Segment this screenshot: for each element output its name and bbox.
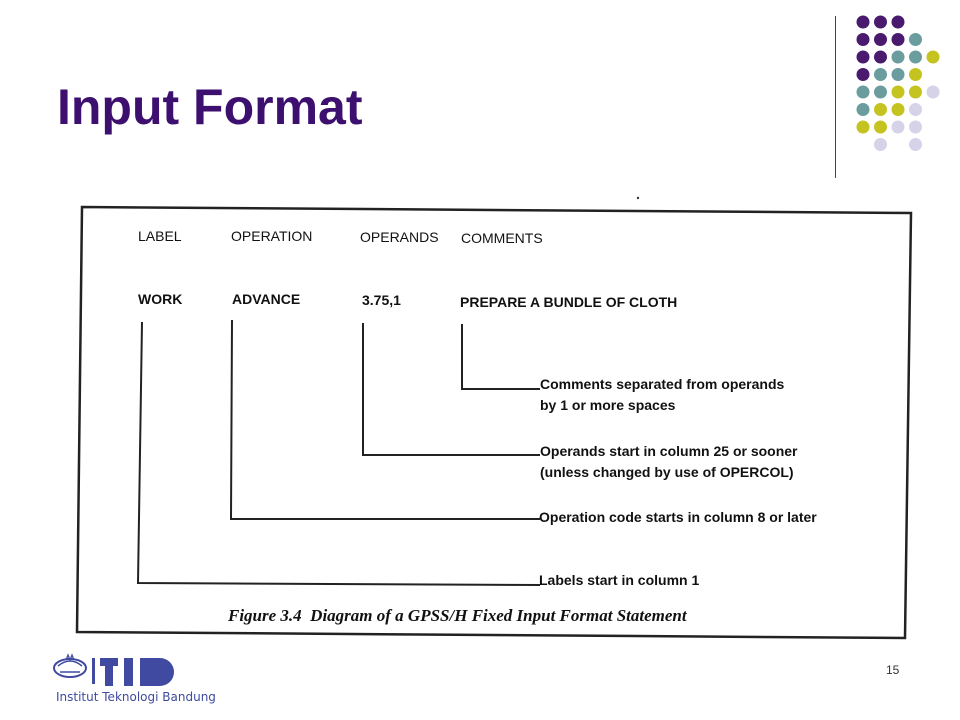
decorative-dot — [874, 33, 887, 46]
decorative-dot-grid — [856, 15, 940, 151]
connector-operation — [229, 319, 540, 520]
header-label: LABEL — [138, 228, 182, 244]
header-operands: OPERANDS — [360, 229, 439, 245]
connector-label — [136, 321, 541, 586]
header-comments: COMMENTS — [461, 230, 543, 246]
connector-comments — [461, 324, 540, 390]
decorative-dot — [891, 15, 905, 29]
decorative-dot — [891, 103, 905, 116]
decorative-dot — [856, 33, 870, 46]
decorative-dot — [909, 120, 922, 134]
example-operands: 3.75,1 — [362, 292, 401, 308]
decorative-dot — [909, 68, 922, 81]
decorative-dot — [891, 120, 905, 134]
header-operation: OPERATION — [231, 228, 312, 244]
note-label: Labels start in column 1 — [539, 572, 699, 588]
figure-speck — [636, 196, 640, 200]
decorative-dot — [909, 85, 922, 99]
decorative-dot — [874, 50, 887, 64]
decorative-dot — [909, 50, 922, 64]
decorative-dot — [874, 15, 887, 29]
example-comments: PREPARE A BUNDLE OF CLOTH — [460, 294, 677, 310]
example-label: WORK — [138, 291, 182, 307]
slide-title: Input Format — [57, 79, 363, 135]
note-operands-line1: Operands start in column 25 or sooner — [540, 443, 798, 459]
decorative-dot — [874, 138, 887, 151]
decorative-dot — [856, 68, 870, 81]
note-operands-line2: (unless changed by use of OPERCOL) — [540, 464, 794, 480]
decorative-dot — [926, 50, 940, 64]
note-operation: Operation code starts in column 8 or lat… — [539, 509, 817, 525]
example-operation: ADVANCE — [232, 291, 300, 307]
decorative-dot — [856, 15, 870, 29]
decorative-dot — [874, 85, 887, 99]
decorative-dot — [856, 50, 870, 64]
decorative-dot — [874, 103, 887, 116]
decorative-dot — [874, 68, 887, 81]
decorative-dot — [891, 68, 905, 81]
figure-caption: Figure 3.4 Diagram of a GPSS/H Fixed Inp… — [227, 606, 688, 625]
logo-text: Institut Teknologi Bandung — [56, 690, 216, 704]
page-number: 15 — [886, 663, 900, 677]
decorative-dot — [909, 103, 922, 116]
decorative-dot — [874, 120, 887, 134]
itb-logo-icon — [53, 653, 174, 686]
decorative-dot — [856, 120, 870, 134]
decorative-dot — [891, 33, 905, 46]
decorative-dot — [891, 50, 905, 64]
note-comments-line1: Comments separated from operands — [540, 376, 784, 392]
decorative-dot — [856, 103, 870, 116]
figure-frame — [75, 205, 913, 640]
decorative-dot — [856, 85, 870, 99]
connector-operands — [362, 323, 540, 456]
note-comments-line2: by 1 or more spaces — [540, 397, 676, 413]
decorative-dot — [926, 85, 940, 99]
decorative-dot — [891, 85, 905, 99]
title-divider-line — [835, 16, 836, 178]
decorative-dot — [909, 33, 922, 46]
decorative-dot — [909, 138, 922, 151]
